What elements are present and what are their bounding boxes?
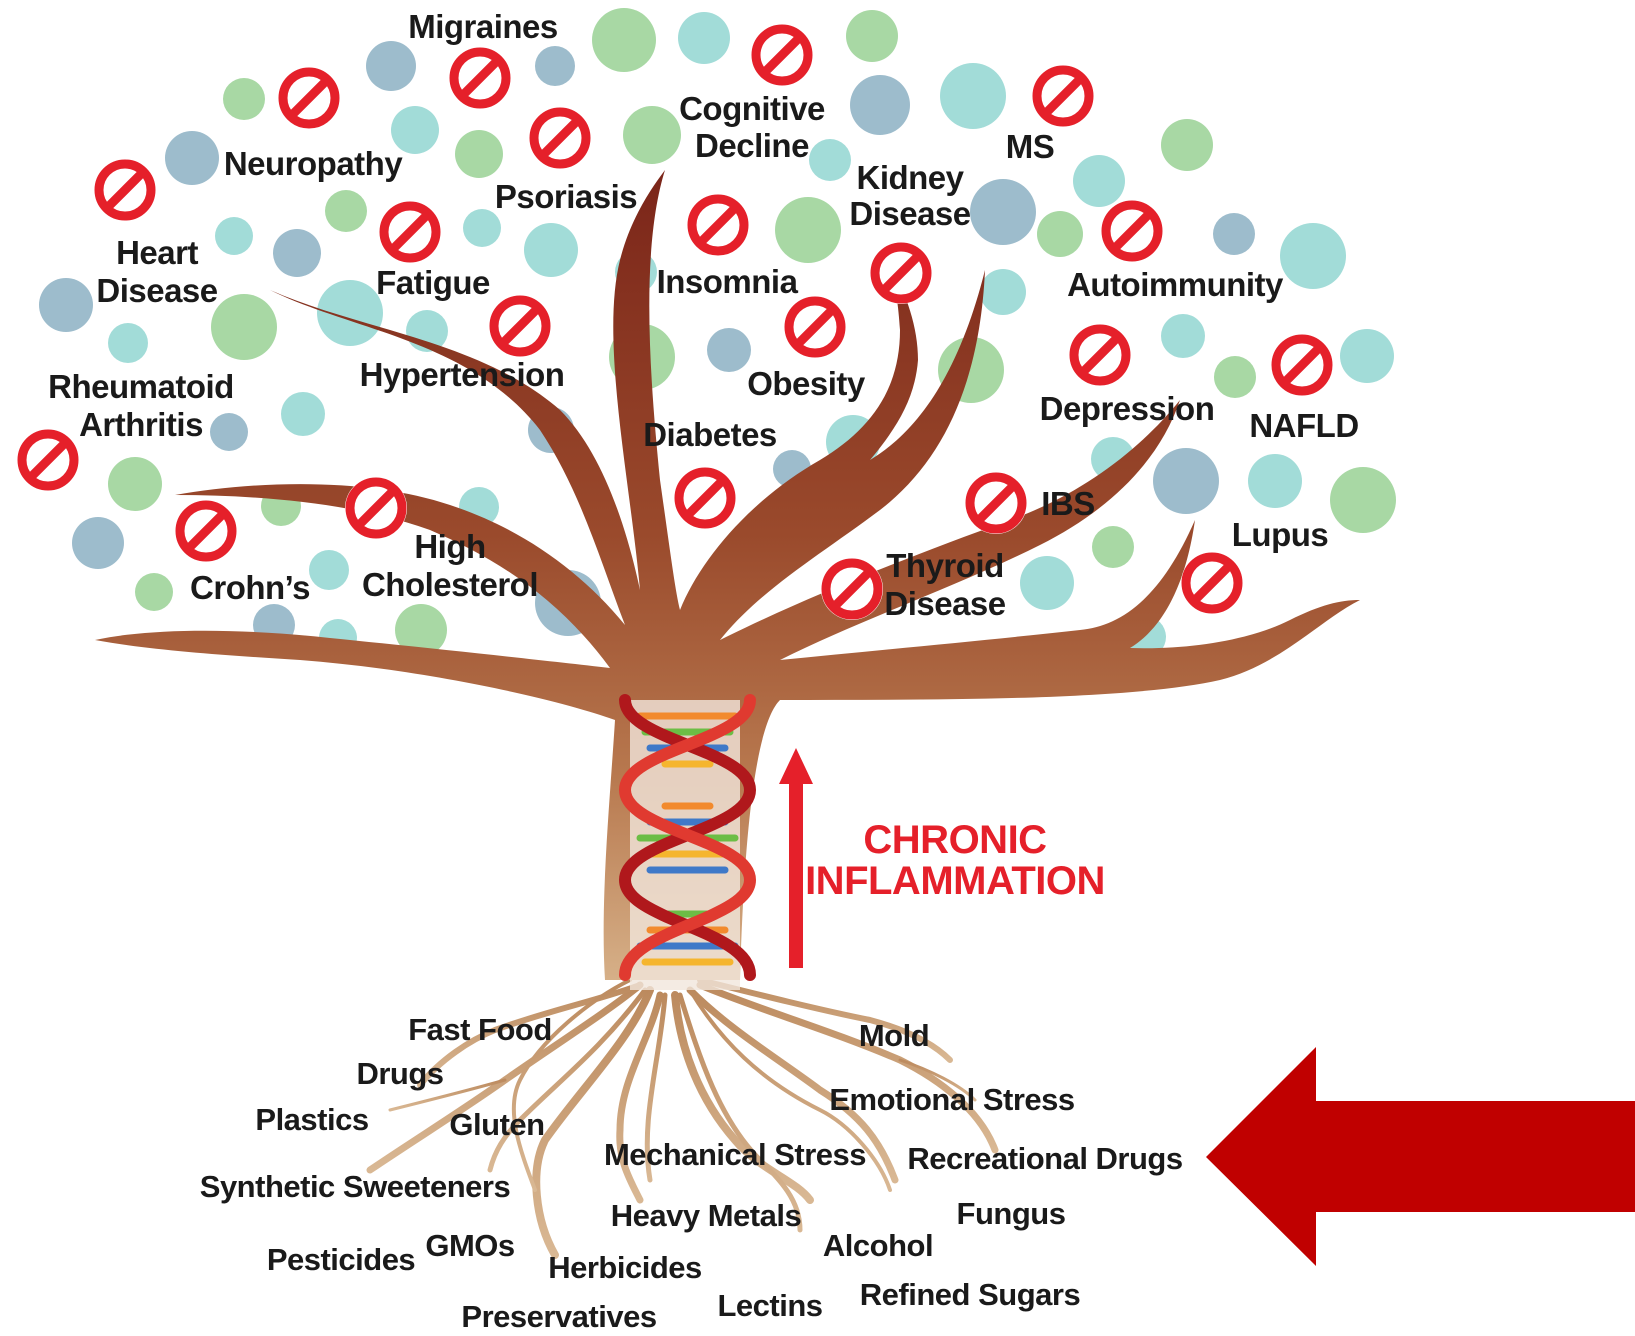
label-ms: MS [1006,128,1055,165]
label-rheumatoid-arthritis-line2: Arthritis [79,406,203,443]
cause-labels: Fast Food Mold Drugs Plastics Gluten Emo… [200,1012,1183,1334]
label-herbicides: Herbicides [548,1250,702,1285]
no-symbol-icon [1069,324,1131,386]
label-thyroid-disease-line1: Thyroid [886,547,1004,584]
label-heart-disease-line1: Heart [116,234,198,271]
left-arrow-icon [1206,1047,1635,1266]
label-diabetes: Diabetes [643,416,777,453]
up-arrow-icon [779,748,813,968]
label-cognitive-decline-line1: Cognitive [679,90,825,127]
disease-labels: Migraines Neuropathy Psoriasis Cognitive… [48,8,1359,622]
label-refined-sugars: Refined Sugars [860,1277,1080,1312]
label-rheumatoid-arthritis-line1: Rheumatoid [48,368,234,405]
tree-roots [366,977,999,1259]
no-symbol-icon [1271,334,1333,396]
label-fatigue: Fatigue [376,264,490,301]
no-symbol-icon [870,242,932,304]
label-preservatives: Preservatives [461,1299,656,1334]
label-autoimmunity: Autoimmunity [1067,266,1284,303]
label-lectins: Lectins [717,1288,822,1323]
label-fast-food: Fast Food [408,1012,552,1047]
label-heavy-metals: Heavy Metals [611,1198,801,1233]
no-symbol-icon [821,558,883,620]
label-migraines: Migraines [408,8,558,45]
label-psoriasis: Psoriasis [495,178,637,215]
label-plastics: Plastics [255,1102,368,1137]
label-crohns: Crohn’s [190,569,310,606]
label-gmos: GMOs [425,1228,514,1263]
label-obesity: Obesity [747,365,866,402]
label-mold: Mold [859,1018,929,1053]
no-symbol-icon [674,467,736,529]
no-symbol-icon [751,24,813,86]
no-symbol-icon [529,107,591,169]
no-symbol-icon [489,295,551,357]
label-gluten: Gluten [449,1107,544,1142]
label-insomnia: Insomnia [657,263,799,300]
no-symbol-icon [1032,65,1094,127]
label-fungus: Fungus [957,1196,1066,1231]
dna-helix-icon [618,694,757,990]
no-symbol-icon [1101,200,1163,262]
label-alcohol: Alcohol [823,1228,933,1263]
label-high-cholesterol-line2: Cholesterol [362,566,538,603]
label-nafld: NAFLD [1249,407,1358,444]
label-kidney-disease-line2: Disease [849,195,970,232]
no-symbol-icon [965,472,1027,534]
label-recreational-drugs: Recreational Drugs [907,1141,1182,1176]
label-high-cholesterol-line1: High [414,528,485,565]
tree-trunk [95,170,1360,980]
label-hypertension: Hypertension [360,356,565,393]
no-symbol-icon [687,194,749,256]
no-symbol-icon [784,296,846,358]
no-symbol-icon [17,429,79,491]
no-symbol-icon [449,47,511,109]
label-lupus: Lupus [1232,516,1328,553]
no-symbol-icon [278,67,340,129]
label-neuropathy: Neuropathy [224,145,404,182]
label-pesticides: Pesticides [267,1242,415,1277]
label-depression: Depression [1040,390,1215,427]
chronic-inflammation-label: CHRONIC INFLAMMATION [805,818,1105,903]
no-symbol-icon [379,201,441,263]
no-symbol-icon [94,159,156,221]
label-thyroid-disease-line2: Disease [884,585,1005,622]
label-kidney-disease-line1: Kidney [856,159,964,196]
label-ibs: IBS [1041,485,1095,522]
no-symbol-icon [345,477,407,539]
inflammation-line1: CHRONIC [863,818,1046,862]
label-cognitive-decline-line2: Decline [695,127,809,164]
label-emotional-stress: Emotional Stress [829,1082,1074,1117]
label-heart-disease-line2: Disease [96,272,217,309]
no-symbol-icon [175,500,237,562]
label-synthetic-sweeteners: Synthetic Sweeteners [200,1169,510,1204]
inflammation-line2: INFLAMMATION [805,859,1105,903]
no-symbol-icon [1181,552,1243,614]
label-drugs: Drugs [356,1056,443,1091]
label-mechanical-stress: Mechanical Stress [604,1137,866,1172]
